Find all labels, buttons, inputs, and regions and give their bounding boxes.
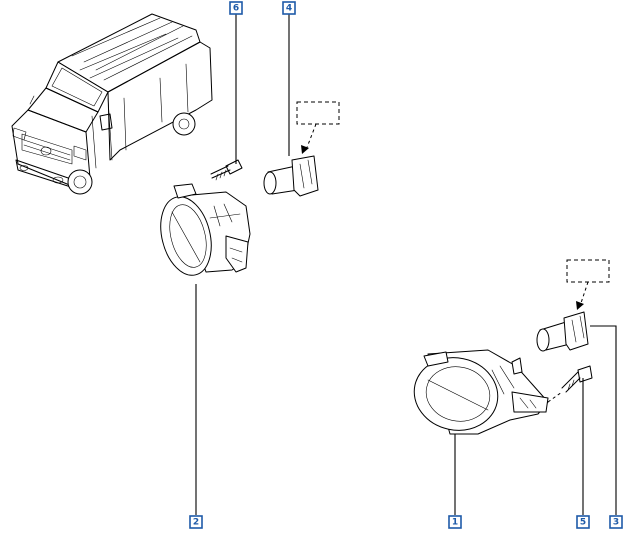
- callout-4-label: 4: [286, 4, 292, 14]
- screw-icon: [561, 365, 593, 393]
- connector-placeholder-top: [296, 101, 340, 125]
- callout-3: 3: [609, 515, 623, 529]
- callout-2: 2: [189, 515, 203, 529]
- callout-1-label: 1: [452, 518, 458, 528]
- callout-5-label: 5: [580, 518, 586, 528]
- bulb-icon: [263, 155, 319, 197]
- screw-icon: [210, 159, 243, 181]
- callout-5: 5: [576, 515, 590, 529]
- connector-placeholder-right: [566, 259, 610, 283]
- fog-lamp-left-icon: [160, 183, 251, 276]
- van-illustration-icon: [11, 13, 213, 195]
- callout-1: 1: [448, 515, 462, 529]
- callout-4: 4: [282, 1, 296, 15]
- callout-3-label: 3: [613, 518, 619, 528]
- callout-6: 6: [229, 1, 243, 15]
- callout-6-label: 6: [233, 4, 239, 14]
- callout-2-label: 2: [193, 518, 199, 528]
- bulb-icon: [536, 311, 589, 352]
- fog-lamp-right-icon: [413, 349, 549, 435]
